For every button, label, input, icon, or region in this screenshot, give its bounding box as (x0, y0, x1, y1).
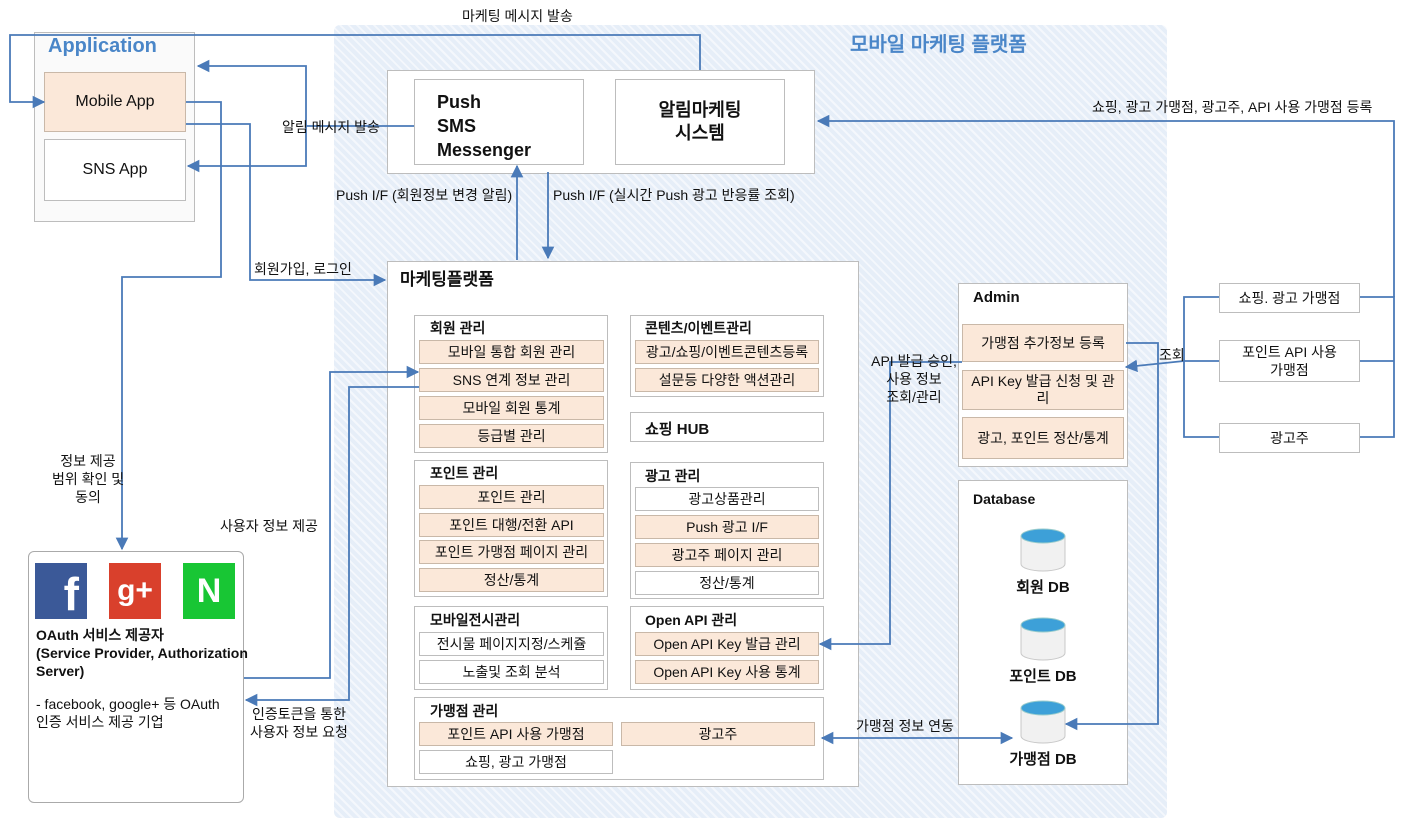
marketing-platform-title: 마케팅플랫폼 (400, 270, 494, 289)
admin-title: Admin (973, 289, 1020, 306)
platform-title: 모바일 마케팅 플랫폼 (850, 34, 1027, 56)
lookup-label: 조회 (1159, 347, 1185, 363)
point-api-affiliate-box: 포인트 API 사용 가맹점 (1219, 340, 1360, 382)
point-db: 포인트 DB (1002, 617, 1084, 686)
mobile-app-box: Mobile App (44, 72, 186, 132)
member-item: 모바일 회원 통계 (419, 396, 604, 420)
oauth-description: - facebook, google+ 등 OAuth 인증 서비스 제공 기업 (36, 695, 220, 731)
member-item: 모바일 통합 회원 관리 (419, 340, 604, 364)
marketing-message-send-label: 마케팅 메시지 발송 (462, 8, 573, 24)
affiliate-db: 가맹점 DB (1002, 700, 1084, 769)
content-item: 설문등 다양한 액션관리 (635, 368, 819, 392)
scope-confirm-line: 정보 제공 (60, 453, 116, 469)
api-approval-label: API 발급 승인, 사용 정보 조회/관리 (862, 352, 966, 406)
google-plus-logo-text: g+ (117, 574, 153, 607)
member-item: SNS 연계 정보 관리 (419, 368, 604, 392)
member-item: 등급별 관리 (419, 424, 604, 448)
signup-login-label: 회원가입, 로그인 (254, 261, 352, 277)
token-request-label: 인증토큰을 통한 사용자 정보 요청 (250, 705, 348, 741)
application-title: Application (48, 35, 157, 57)
database-title: Database (973, 491, 1036, 507)
sms-label: SMS (437, 116, 477, 136)
ad-item: Push 광고 I/F (635, 515, 819, 539)
alarm-marketing-line2: 시스템 (675, 123, 725, 143)
member-management-title: 회원 관리 (430, 320, 486, 336)
affiliate-db-label: 가맹점 DB (1009, 751, 1077, 768)
point-item: 포인트 관리 (419, 485, 604, 509)
google-plus-logo: g+ (109, 563, 161, 619)
oauth-desc-line: 인증 서비스 제공 기업 (36, 714, 164, 730)
member-db: 회원 DB (1002, 528, 1084, 597)
member-db-label: 회원 DB (1016, 579, 1070, 596)
messenger-label: Messenger (437, 140, 532, 160)
facebook-logo: f (35, 563, 87, 619)
shopping-ad-affiliate-box: 쇼핑. 광고 가맹점 (1219, 283, 1360, 313)
register-label: 쇼핑, 광고 가맹점, 광고주, API 사용 가맹점 등록 (1092, 99, 1373, 115)
content-event-title: 콘텐츠/이벤트관리 (645, 320, 752, 336)
ad-item: 광고주 페이지 관리 (635, 543, 819, 567)
scope-confirm-label: 정보 제공 범위 확인 및 동의 (52, 452, 124, 506)
ad-management-title: 광고 관리 (645, 468, 701, 484)
affiliate-item: 쇼핑, 광고 가맹점 (419, 750, 613, 774)
oauth-title-line: (Service Provider, Authorization (36, 645, 248, 661)
ad-item: 정산/통계 (635, 571, 819, 595)
point-db-label: 포인트 DB (1009, 668, 1077, 685)
naver-logo: N (183, 563, 235, 619)
admin-item: 가맹점 추가정보 등록 (962, 324, 1124, 362)
content-item: 광고/쇼핑/이벤트콘텐츠등록 (635, 340, 819, 364)
advertiser-box: 광고주 (1219, 423, 1360, 453)
display-item: 노출및 조회 분석 (419, 660, 604, 684)
oauth-desc-line: - facebook, google+ 등 OAuth (36, 696, 220, 712)
affiliate-db-icon (1020, 700, 1066, 744)
display-item: 전시물 페이지지정/스케쥴 (419, 632, 604, 656)
point-management-title: 포인트 관리 (430, 465, 499, 481)
open-api-title: Open API 관리 (645, 612, 738, 628)
sns-app-box: SNS App (44, 139, 186, 201)
token-request-line: 인증토큰을 통한 (251, 706, 346, 722)
alarm-send-label: 알림 메시지 발송 (282, 119, 380, 135)
mobile-app-label: Mobile App (75, 93, 155, 110)
open-api-item: Open API Key 사용 통계 (635, 660, 819, 684)
point-item: 포인트 대행/전환 API (419, 513, 604, 537)
push-if-realtime-label: Push I/F (실시간 Push 광고 반응률 조회) (553, 187, 795, 203)
facebook-logo-text: f (63, 568, 79, 620)
oauth-title: OAuth 서비스 제공자 (Service Provider, Authori… (36, 626, 248, 680)
ad-item: 광고상품관리 (635, 487, 819, 511)
oauth-title-line: Server) (36, 663, 85, 679)
scope-confirm-line: 동의 (75, 489, 101, 505)
member-db-icon (1020, 528, 1066, 572)
api-approval-line: API 발급 승인, (871, 353, 957, 369)
api-approval-line: 사용 정보 (886, 371, 942, 387)
shopping-hub-box: 쇼핑 HUB (630, 412, 824, 442)
point-api-affiliate-label: 포인트 API 사용 가맹점 (1242, 344, 1337, 378)
push-sms-messenger-box: Push SMS Messenger (414, 79, 584, 165)
push-label: Push (437, 92, 482, 112)
affiliate-management-title: 가맹점 관리 (430, 703, 499, 719)
affiliate-sync-label: 가맹점 정보 연동 (856, 718, 954, 734)
shopping-hub-label: 쇼핑 HUB (645, 421, 710, 438)
admin-item: API Key 발급 신청 및 관리 (962, 370, 1124, 410)
affiliate-item: 포인트 API 사용 가맹점 (419, 722, 613, 746)
alarm-marketing-system-box: 알림마케팅 시스템 (615, 79, 785, 165)
point-item: 포인트 가맹점 페이지 관리 (419, 540, 604, 564)
token-request-line: 사용자 정보 요청 (250, 724, 348, 740)
oauth-title-line: OAuth 서비스 제공자 (36, 627, 164, 643)
point-db-icon (1020, 617, 1066, 661)
sns-app-label: SNS App (82, 161, 148, 178)
admin-item: 광고, 포인트 정산/통계 (962, 417, 1124, 459)
open-api-item: Open API Key 발급 관리 (635, 632, 819, 656)
api-approval-line: 조회/관리 (886, 389, 942, 405)
alarm-marketing-line1: 알림마케팅 (658, 100, 742, 120)
scope-confirm-line: 범위 확인 및 (52, 471, 125, 487)
affiliate-item: 광고주 (621, 722, 815, 746)
mobile-display-title: 모바일전시관리 (430, 612, 521, 628)
naver-logo-text: N (196, 571, 222, 610)
push-if-member-label: Push I/F (회원정보 변경 알림) (336, 187, 513, 203)
user-info-provide-label: 사용자 정보 제공 (220, 518, 318, 534)
point-item: 정산/통계 (419, 568, 604, 592)
